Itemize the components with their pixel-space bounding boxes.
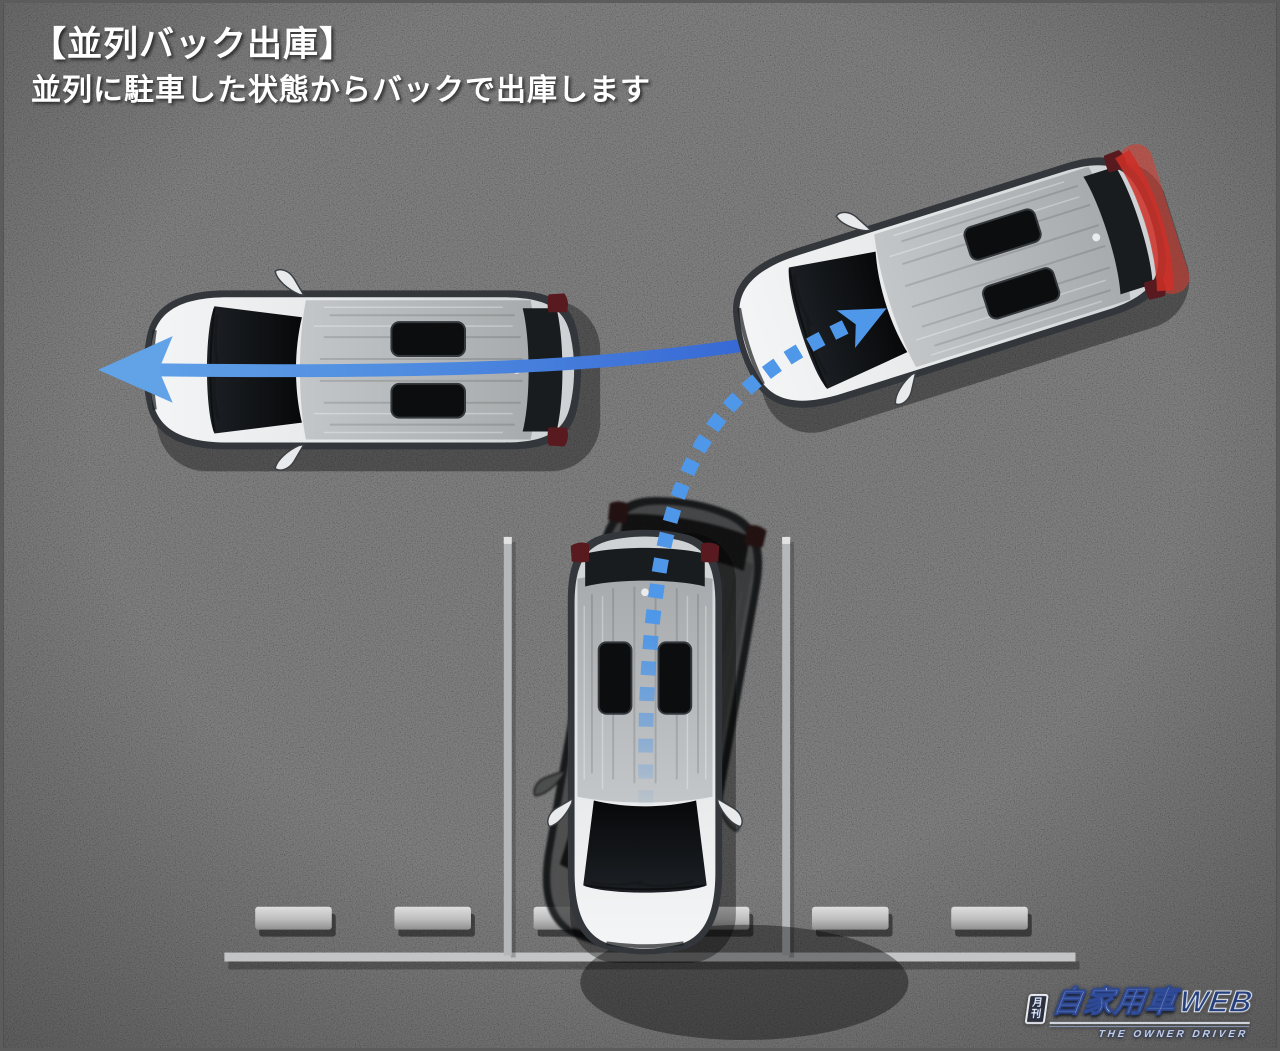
parking-line-vertical-right	[782, 536, 795, 958]
logo-prefix-top: 月	[1031, 998, 1044, 1009]
arrowhead-up-right	[836, 308, 887, 348]
logo-underline	[1049, 1022, 1250, 1027]
logo-main: 自家用車WEB THE OWNER DRIVER	[1047, 986, 1256, 1040]
diagram-title: 【並列バック出庫】	[31, 25, 356, 64]
exit-direction-arrow	[98, 334, 773, 403]
car-reversing-angled	[708, 120, 1202, 448]
wheel-stop	[812, 906, 893, 937]
reverse-path-dotted-arrow	[638, 308, 887, 805]
arrowhead-left	[98, 336, 173, 403]
logo-prefix-bottom: 刊	[1030, 1009, 1042, 1020]
brand-logo: 月 刊 自家用車WEB THE OWNER DRIVER	[1022, 986, 1256, 1040]
title-block: 【並列バック出庫】 並列に駐車した状態からバックで出庫します	[31, 25, 651, 109]
logo-name-jp: 自家用車	[1050, 986, 1180, 1020]
wheel-stop	[951, 906, 1032, 937]
logo-name-web: WEB	[1177, 986, 1256, 1020]
parking-diagram	[3, 3, 1277, 1048]
brake-light-strip	[1115, 149, 1174, 292]
diagram-subtitle: 並列に駐車した状態からバックで出庫します	[31, 74, 651, 108]
logo-prefix-box: 月 刊	[1024, 994, 1049, 1024]
wheel-stop	[255, 906, 336, 937]
wheel-stop	[394, 906, 475, 937]
logo-tagline: THE OWNER DRIVER	[1097, 1029, 1249, 1040]
parking-line-vertical-left	[503, 536, 516, 958]
logo-name: 自家用車WEB	[1050, 986, 1256, 1020]
